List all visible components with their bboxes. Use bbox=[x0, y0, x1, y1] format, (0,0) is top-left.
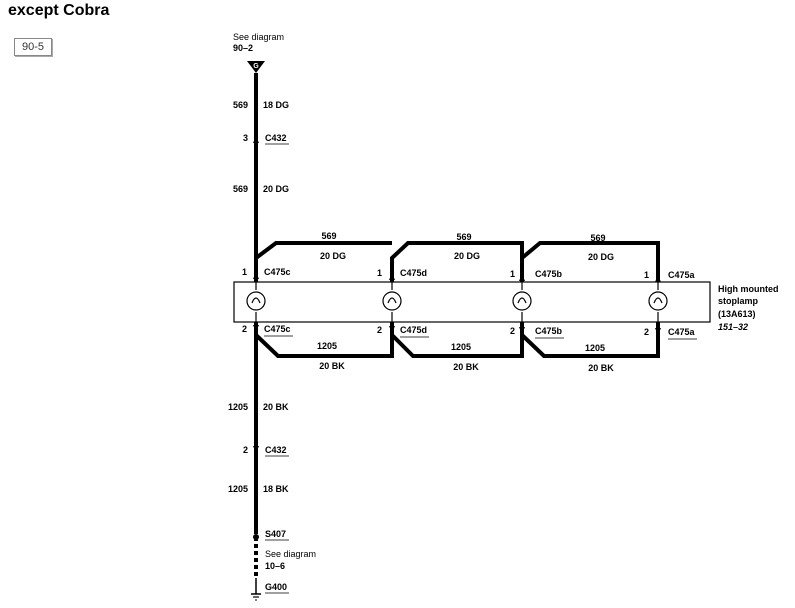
splice-label: S407 bbox=[265, 529, 286, 539]
ground-label: G400 bbox=[265, 582, 287, 592]
connector-4-bot-label: C475a bbox=[668, 327, 696, 337]
connector-2-top-pin: 1 bbox=[377, 268, 382, 278]
bottom-bus-1-circuit: 1205 bbox=[317, 341, 337, 351]
ground-symbol-icon bbox=[251, 578, 261, 601]
component-name-line-1: High mounted bbox=[718, 284, 779, 294]
connector-3-top-label: C475b bbox=[535, 269, 563, 279]
bottom-bus-2-gauge: 20 BK bbox=[453, 362, 479, 372]
component-reference: 151–32 bbox=[718, 322, 748, 332]
w2-gauge: 20 DG bbox=[263, 184, 289, 194]
bottom-bus-wire-3 bbox=[520, 322, 660, 358]
top-bus-wire-1 bbox=[254, 241, 392, 260]
top-bus-wire-3 bbox=[520, 241, 660, 282]
connector-1-bot-label: C475c bbox=[264, 324, 291, 334]
c432-bot-pin: 2 bbox=[243, 445, 248, 455]
w2-circuit: 569 bbox=[233, 184, 248, 194]
top-diagram-number: 90–2 bbox=[233, 43, 253, 53]
connector-1-top-pin: 1 bbox=[242, 267, 247, 277]
bottom-bus-3-gauge: 20 BK bbox=[588, 363, 614, 373]
c432-top-arrow-icon bbox=[253, 136, 259, 143]
lamp-bulb-1-icon bbox=[246, 291, 266, 311]
connector-4-bot-arrow-icon bbox=[655, 328, 661, 335]
bottom-bus-3-circuit: 1205 bbox=[585, 343, 605, 353]
top-ground-letter: G bbox=[253, 63, 259, 70]
connector-c475d: 1 C475d 2 C475d bbox=[377, 268, 429, 338]
connector-2-top-arrow-icon bbox=[389, 273, 395, 280]
connector-1-top-arrow-icon bbox=[253, 272, 259, 279]
bottom-bus-2-circuit: 1205 bbox=[451, 342, 471, 352]
component-name-line-2: stoplamp bbox=[718, 296, 759, 306]
top-see-diagram: See diagram bbox=[233, 32, 284, 42]
w1-circuit: 569 bbox=[233, 100, 248, 110]
connector-4-top-arrow-icon bbox=[655, 275, 661, 282]
top-bus-1-gauge: 20 DG bbox=[320, 251, 346, 261]
connector-2-bot-label: C475d bbox=[400, 325, 427, 335]
component-part-number: (13A613) bbox=[718, 309, 756, 319]
connector-2-top-label: C475d bbox=[400, 268, 427, 278]
top-bus-2-gauge: 20 DG bbox=[454, 251, 480, 261]
connector-4-top-label: C475a bbox=[668, 270, 696, 280]
connector-3-bot-label: C475b bbox=[535, 326, 563, 336]
c432-top-label: C432 bbox=[265, 133, 287, 143]
connector-4-bot-pin: 2 bbox=[644, 327, 649, 337]
connector-3-bot-pin: 2 bbox=[510, 326, 515, 336]
connector-2-bot-arrow-icon bbox=[389, 326, 395, 333]
bottom-bus-1-gauge: 20 BK bbox=[319, 361, 345, 371]
connector-1-bot-pin: 2 bbox=[242, 324, 247, 334]
c432-top-pin: 3 bbox=[243, 133, 248, 143]
c432-bot-arrow-icon bbox=[253, 446, 259, 453]
lamp-bulb-4-icon bbox=[648, 291, 668, 311]
page-reference-box[interactable]: 90-5 bbox=[14, 38, 52, 56]
connector-3-bot-arrow-icon bbox=[519, 327, 525, 334]
connector-3-top-arrow-icon bbox=[519, 274, 525, 281]
w1-gauge: 18 DG bbox=[263, 100, 289, 110]
c432-bot-label: C432 bbox=[265, 445, 287, 455]
lamp-bulb-3-icon bbox=[512, 291, 532, 311]
w4-gauge: 18 BK bbox=[263, 484, 289, 494]
top-bus-1-circuit: 569 bbox=[321, 231, 336, 241]
connector-2-bot-pin: 2 bbox=[377, 325, 382, 335]
top-bus-3-gauge: 20 DG bbox=[588, 252, 614, 262]
connector-c475b: 1 C475b 2 C475b bbox=[510, 269, 564, 339]
connector-3-top-pin: 1 bbox=[510, 269, 515, 279]
top-bus-3-circuit: 569 bbox=[590, 233, 605, 243]
bottom-see-diagram: See diagram bbox=[265, 549, 316, 559]
bottom-diagram-number: 10–6 bbox=[265, 561, 285, 571]
splice-dot-icon bbox=[253, 534, 259, 540]
w3-circuit: 1205 bbox=[228, 402, 248, 412]
connector-1-top-label: C475c bbox=[264, 267, 291, 277]
w4-circuit: 1205 bbox=[228, 484, 248, 494]
bottom-bus-wire-1 bbox=[254, 322, 394, 358]
connector-c475c: 1 C475c 2 C475c bbox=[242, 267, 293, 337]
top-ground-triangle-icon bbox=[247, 61, 265, 73]
stoplamp-component-box bbox=[233, 281, 711, 323]
connector-4-top-pin: 1 bbox=[644, 270, 649, 280]
top-bus-2-circuit: 569 bbox=[456, 232, 471, 242]
connector-c475a: 1 C475a 2 C475a bbox=[644, 270, 697, 340]
w3-gauge: 20 BK bbox=[263, 402, 289, 412]
bottom-bus-wire-2 bbox=[390, 322, 524, 358]
diagram-title: except Cobra bbox=[8, 2, 110, 19]
lamp-bulb-2-icon bbox=[382, 291, 402, 311]
connector-1-bot-arrow-icon bbox=[253, 325, 259, 332]
